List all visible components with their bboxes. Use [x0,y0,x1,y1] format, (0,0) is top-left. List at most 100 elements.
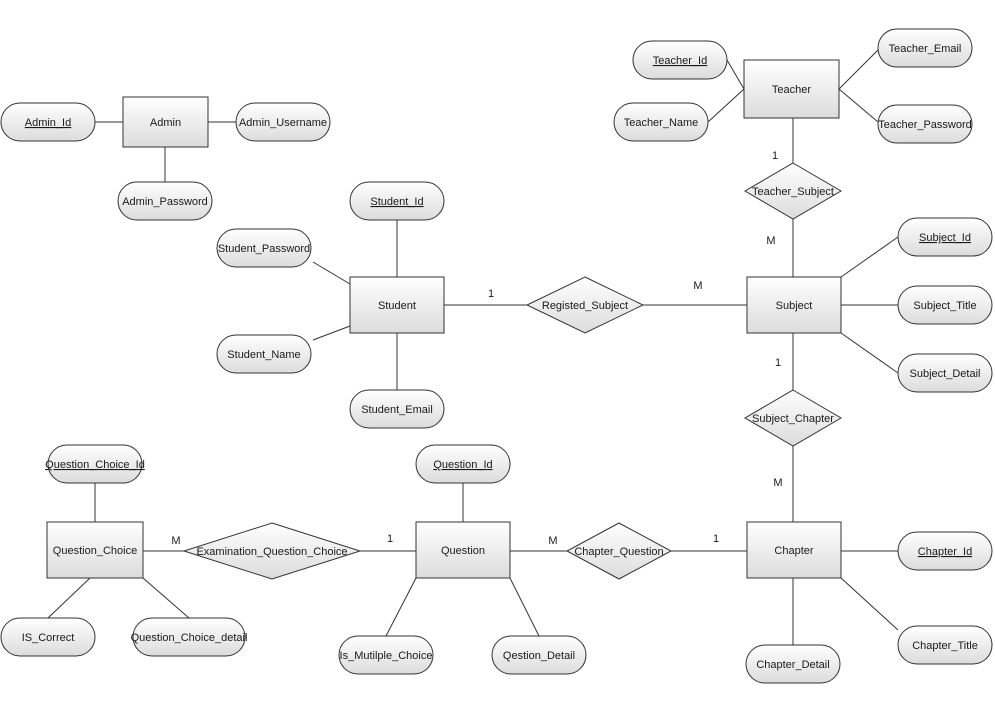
relationship-label: Registed_Subject [542,300,628,312]
relationship-subject-chapter[interactable]: Subject_Chapter [744,389,842,447]
entity-label: Teacher [772,84,811,96]
attribute-pill [745,644,841,684]
cardinality-c-student-rs: 1 [488,288,494,300]
relationship-chapter-question[interactable]: Chapter_Question [565,522,673,580]
entity-label: Subject [776,300,813,312]
attribute-student-id[interactable]: Student_Id [349,181,445,221]
attribute-pill [117,181,213,221]
attribute-teacher-password[interactable]: Teacher_Password [877,104,973,144]
attribute-is-multiple-choice[interactable]: Is_Mutilple_Choice [338,635,434,675]
relationship-diamond [744,389,842,447]
attribute-teacher-email[interactable]: Teacher_Email [877,28,973,68]
connector-line [312,325,351,341]
attribute-qestion-detail[interactable]: Qestion_Detail [491,635,587,675]
attribute-pill [349,181,445,221]
cardinality-c-question-cq: M [548,535,557,547]
attribute-pill [338,635,434,675]
attribute-pill [897,285,993,325]
connector-line [838,88,879,123]
relationship-registed-subject[interactable]: Registed_Subject [525,276,645,334]
entity-box [746,276,842,334]
key-attribute-label: Admin_Id [25,117,71,129]
attribute-label: Is_Mutilple_Choice [340,650,433,662]
attribute-admin-id[interactable]: Admin_Id [0,102,96,142]
attribute-subject-detail[interactable]: Subject_Detail [897,353,993,393]
entity-box [46,521,144,579]
attribute-label: IS_Correct [22,632,75,644]
attribute-teacher-name[interactable]: Teacher_Name [613,102,709,142]
attribute-chapter-title[interactable]: Chapter_Title [897,625,993,665]
relationship-label: Chapter_Question [574,546,663,558]
relationship-examination-question-choice[interactable]: Examination_Question_Choice [182,522,362,580]
relationship-diamond [565,522,673,580]
attribute-label: Chapter_Detail [756,659,829,671]
attribute-pill [235,102,331,142]
key-attribute-label: Student_Id [370,196,423,208]
attribute-admin-username[interactable]: Admin_Username [235,102,331,142]
entity-box [349,276,445,334]
attribute-label: Teacher_Name [624,117,699,129]
attribute-question-id[interactable]: Question_Id [415,444,511,484]
attribute-question-choice-id[interactable]: Question_Choice_Id [45,444,145,484]
attribute-pill [877,28,973,68]
entity-label: Admin [150,117,181,129]
entity-box [746,521,842,579]
cardinality-c-qchoice-eqc: M [171,535,180,547]
attribute-pill [132,617,246,657]
attribute-pill [0,102,96,142]
attribute-pill [897,353,993,393]
entity-box [415,521,511,579]
connector-line [726,59,745,90]
attribute-pill [613,102,709,142]
attribute-pill [216,228,312,268]
connector-line [838,49,879,90]
attribute-subject-title[interactable]: Subject_Title [897,285,993,325]
attribute-label: Teacher_Email [889,43,962,55]
connector-lines [47,49,899,645]
attribute-teacher-id[interactable]: Teacher_Id [632,40,728,80]
attribute-label: Student_Password [218,243,310,255]
attribute-admin-password[interactable]: Admin_Password [117,181,213,221]
key-attribute-label: Teacher_Id [653,55,707,67]
attribute-question-choice-detail[interactable]: Question_Choice_detail [131,617,248,657]
attribute-chapter-id[interactable]: Chapter_Id [897,531,993,571]
relationship-diamond [744,162,842,220]
attribute-pill [897,217,993,257]
attribute-label: Student_Email [361,404,433,416]
entity-box [122,96,209,148]
attribute-pill [877,104,973,144]
connector-line [840,577,899,631]
connector-line [142,577,190,619]
entity-admin[interactable]: Admin [122,96,209,148]
relationship-label: Examination_Question_Choice [196,546,347,558]
entity-question[interactable]: Question [415,521,511,579]
attribute-student-name[interactable]: Student_Name [216,334,312,374]
entity-question-choice[interactable]: Question_Choice [46,521,144,579]
relationship-label: Teacher_Subject [752,186,834,198]
connector-line [509,577,540,637]
attribute-student-email[interactable]: Student_Email [349,389,445,429]
connector-line [47,577,91,619]
attribute-label: Subject_Title [913,300,976,312]
attribute-is-correct[interactable]: IS_Correct [0,617,96,657]
attribute-label: Student_Name [227,349,300,361]
attribute-student-password[interactable]: Student_Password [216,228,312,268]
attribute-label: Qestion_Detail [503,650,575,662]
attribute-pill [47,444,143,484]
cardinality-c-chapter-sc: M [773,477,782,489]
entity-chapter[interactable]: Chapter [746,521,842,579]
relationship-teacher-subject[interactable]: Teacher_Subject [744,162,842,220]
attribute-subject-id[interactable]: Subject_Id [897,217,993,257]
entity-subject[interactable]: Subject [746,276,842,334]
attribute-chapter-detail[interactable]: Chapter_Detail [745,644,841,684]
key-attribute-label: Question_Id [433,459,492,471]
entity-student[interactable]: Student [349,276,445,334]
cardinality-c-teacher-ts: 1 [772,150,778,162]
entity-teacher[interactable]: Teacher [743,59,840,119]
attribute-pill [897,625,993,665]
attribute-pill [415,444,511,484]
cardinality-c-subject-ts: M [766,235,775,247]
